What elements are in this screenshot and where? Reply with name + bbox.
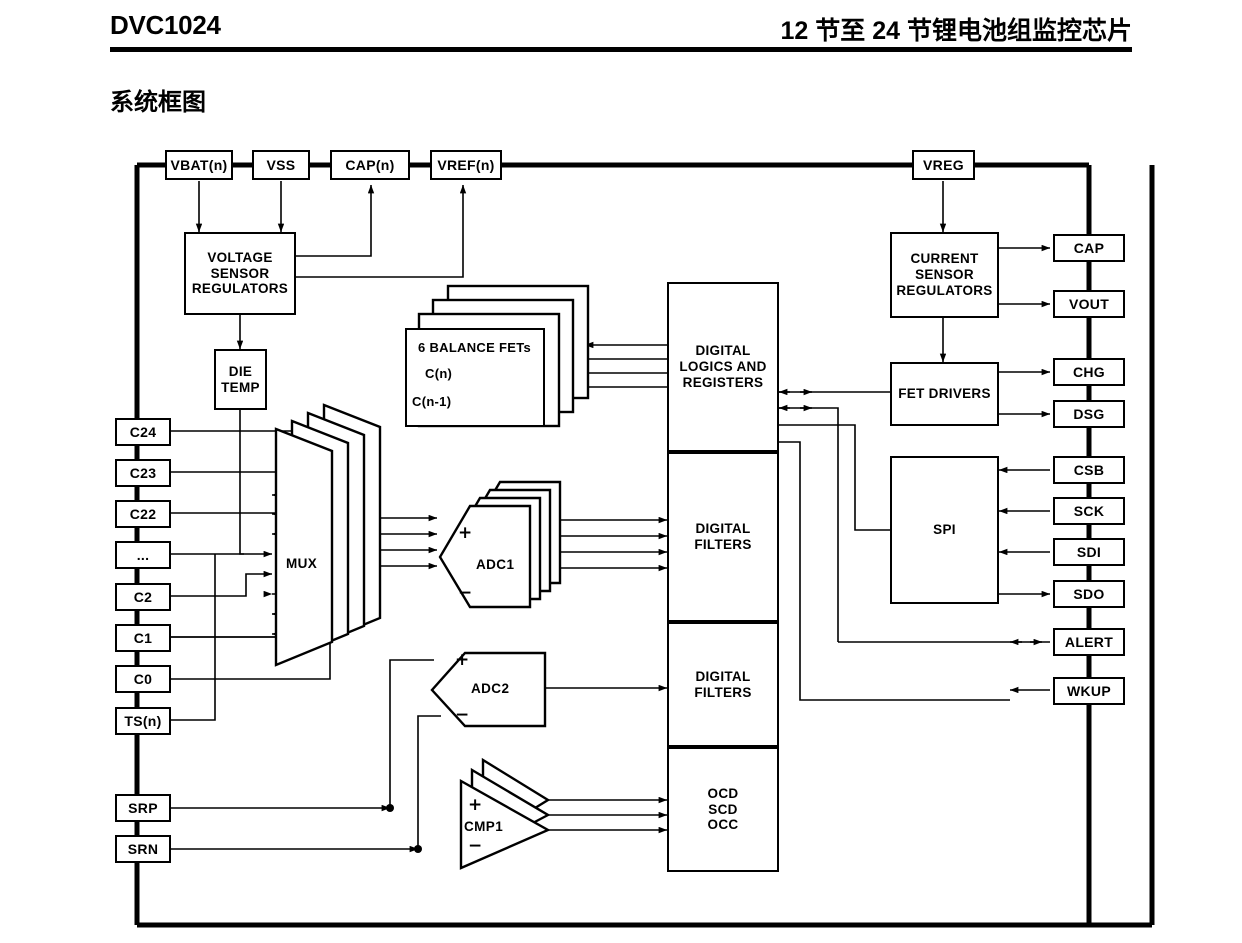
- pin-sdo[interactable]: SDO: [1053, 580, 1125, 608]
- pin-label: VREG: [923, 156, 964, 173]
- block-label: DIGITAL LOGICS AND REGISTERS: [679, 343, 767, 390]
- cmp1-label: CMP1: [464, 819, 504, 834]
- pin-label: ALERT: [1064, 633, 1114, 650]
- pin-label: CHG: [1072, 363, 1105, 380]
- block-balance-fets[interactable]: 6 BALANCE FETs C(n) C(n-1): [405, 328, 545, 427]
- block-voltage-sensor-regulators[interactable]: VOLTAGE SENSOR REGULATORS: [184, 232, 296, 315]
- block-die-temp[interactable]: DIE TEMP: [214, 349, 267, 410]
- block-digital-filters-2[interactable]: DIGITAL FILTERS: [667, 622, 779, 747]
- pin-label: ...: [136, 546, 150, 563]
- block-label: DIGITAL FILTERS: [694, 668, 752, 700]
- adc2-shape: [430, 651, 547, 728]
- adc1-minus-sign: −: [458, 583, 473, 603]
- adc1-label: ADC1: [476, 557, 515, 572]
- pin-vref-n[interactable]: VREF(n): [430, 150, 502, 180]
- pin-dsg[interactable]: DSG: [1053, 400, 1125, 428]
- pin-label: C1: [133, 629, 153, 646]
- pin-vss[interactable]: VSS: [252, 150, 310, 180]
- pin-label: SDI: [1076, 543, 1102, 560]
- header-title-cn: 12 节至 24 节锂电池组监控芯片: [780, 17, 1132, 45]
- adc1-shape: [438, 480, 562, 609]
- pin-alert[interactable]: ALERT: [1053, 628, 1125, 656]
- mux-label: MUX: [286, 556, 318, 571]
- page-header: DVC1024 12 节至 24 节锂电池组监控芯片: [110, 10, 1132, 52]
- pin-label: VREF(n): [437, 156, 495, 173]
- pin-ellipsis[interactable]: ...: [115, 541, 171, 569]
- pin-label: CAP: [1073, 239, 1105, 256]
- adc2-plus-sign: +: [455, 650, 470, 670]
- pin-c24[interactable]: C24: [115, 418, 171, 446]
- pin-label: VBAT(n): [170, 156, 228, 173]
- pin-chg[interactable]: CHG: [1053, 358, 1125, 386]
- adc1-plus-sign: +: [458, 523, 473, 543]
- pin-c23[interactable]: C23: [115, 459, 171, 487]
- pin-vout[interactable]: VOUT: [1053, 290, 1125, 318]
- pin-label: DSG: [1073, 405, 1105, 422]
- pin-cap[interactable]: CAP: [1053, 234, 1125, 262]
- cmp1-minus-sign: −: [468, 836, 483, 856]
- pin-sck[interactable]: SCK: [1053, 497, 1125, 525]
- pin-c1[interactable]: C1: [115, 624, 171, 652]
- block-label: SPI: [933, 522, 956, 538]
- pin-srn[interactable]: SRN: [115, 835, 171, 863]
- pin-label: CSB: [1073, 461, 1105, 478]
- section-title: 系统框图: [110, 89, 206, 116]
- block-spi[interactable]: SPI: [890, 456, 999, 604]
- pin-c2[interactable]: C2: [115, 583, 171, 611]
- block-label: CURRENT SENSOR REGULATORS: [896, 251, 993, 298]
- pin-vreg[interactable]: VREG: [912, 150, 975, 180]
- block-label: DIE TEMP: [221, 363, 260, 395]
- block-label: VOLTAGE SENSOR REGULATORS: [191, 249, 289, 297]
- pin-label: C24: [129, 423, 157, 440]
- block-fet-drivers[interactable]: FET DRIVERS: [890, 362, 999, 426]
- block-label: DIGITAL FILTERS: [694, 521, 752, 552]
- block-protection-ocd-scd-occ[interactable]: OCD SCD OCC: [667, 747, 779, 872]
- adc2-label: ADC2: [471, 681, 510, 696]
- cmp1-plus-sign: +: [468, 795, 483, 815]
- balance-fet-node-cn1: C(n-1): [412, 394, 452, 409]
- pin-c22[interactable]: C22: [115, 500, 171, 528]
- pin-label: C0: [133, 670, 153, 687]
- balance-fet-node-cn: C(n): [425, 366, 453, 381]
- pin-label: C22: [129, 505, 157, 522]
- block-digital-logics-and-registers[interactable]: DIGITAL LOGICS AND REGISTERS: [667, 282, 779, 452]
- balance-fets-title: 6 BALANCE FETs: [418, 340, 532, 355]
- pin-label: SRP: [128, 799, 158, 816]
- pin-cap-n[interactable]: CAP(n): [330, 150, 410, 180]
- pin-c0[interactable]: C0: [115, 665, 171, 693]
- pin-label: TS(n): [124, 712, 162, 729]
- block-digital-filters-1[interactable]: DIGITAL FILTERS: [667, 452, 779, 622]
- pin-ts-n[interactable]: TS(n): [115, 707, 171, 735]
- pin-label: SDO: [1073, 585, 1105, 602]
- header-rule: [110, 47, 1132, 52]
- pin-label: VOUT: [1068, 295, 1110, 312]
- part-number: DVC1024: [110, 10, 221, 40]
- cmp1-shape: [459, 757, 551, 870]
- pin-vbat-n[interactable]: VBAT(n): [165, 150, 233, 180]
- pin-csb[interactable]: CSB: [1053, 456, 1125, 484]
- pin-label: SCK: [1073, 502, 1105, 519]
- pin-srp[interactable]: SRP: [115, 794, 171, 822]
- pin-wkup[interactable]: WKUP: [1053, 677, 1125, 705]
- mux-shape: [274, 403, 382, 667]
- pin-label: C23: [129, 464, 157, 481]
- block-label: FET DRIVERS: [898, 386, 991, 402]
- pin-label: VSS: [266, 156, 296, 173]
- pin-label: CAP(n): [345, 156, 395, 173]
- pin-label: WKUP: [1067, 682, 1111, 699]
- block-current-sensor-regulators[interactable]: CURRENT SENSOR REGULATORS: [890, 232, 999, 318]
- pin-sdi[interactable]: SDI: [1053, 538, 1125, 566]
- adc2-minus-sign: −: [455, 705, 470, 725]
- block-label: OCD SCD OCC: [707, 785, 739, 833]
- pin-label: C2: [133, 588, 153, 605]
- pin-label: SRN: [127, 840, 159, 857]
